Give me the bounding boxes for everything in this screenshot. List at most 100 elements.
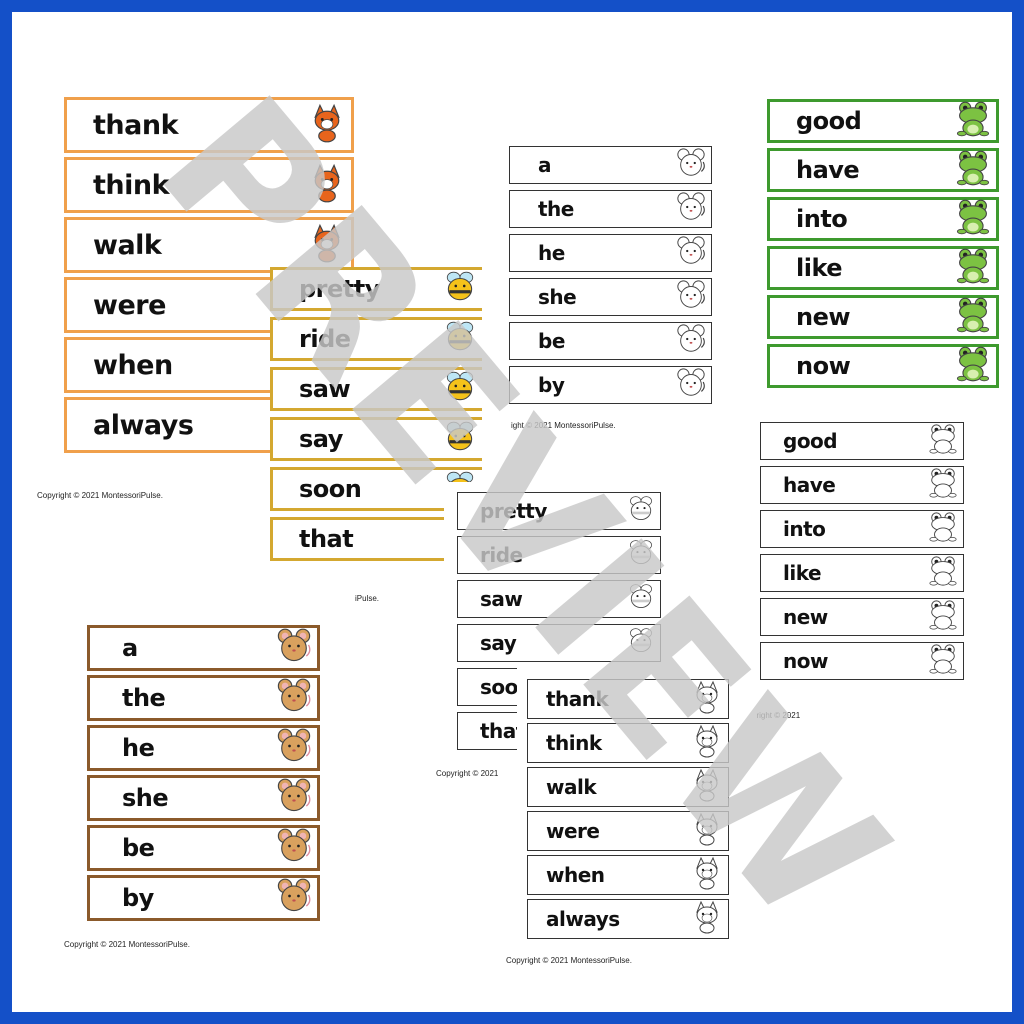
- word-label: now: [796, 352, 851, 380]
- mouse-icon: [675, 147, 707, 183]
- bee-icon: [626, 538, 656, 572]
- word-label: ride: [480, 543, 523, 567]
- word-label: new: [783, 605, 828, 629]
- copyright-gold-partial: iPulse.: [355, 594, 380, 603]
- fox-icon: [307, 223, 347, 267]
- deck-green-frog: good have into: [752, 87, 999, 389]
- word-card: now: [760, 642, 964, 680]
- word-label: think: [546, 731, 602, 755]
- fox-icon: [690, 812, 724, 850]
- frog-icon: [927, 555, 959, 591]
- word-card: walk: [527, 767, 729, 807]
- word-card: walk: [64, 217, 354, 273]
- frog-icon: [954, 296, 992, 338]
- word-card: always: [527, 899, 729, 939]
- word-label: he: [538, 241, 565, 265]
- frog-icon: [927, 599, 959, 635]
- word-card: by: [87, 875, 320, 921]
- word-card: like: [767, 246, 999, 290]
- mouse-icon: [275, 627, 313, 669]
- bee-icon: [442, 319, 478, 359]
- copyright-bw-fox: Copyright © 2021 MontessoriPulse.: [506, 956, 632, 965]
- word-card: be: [509, 322, 712, 360]
- word-label: be: [538, 329, 565, 353]
- word-label: the: [122, 684, 166, 712]
- word-card: good: [760, 422, 964, 460]
- word-card: pretty: [457, 492, 661, 530]
- fox-icon: [690, 856, 724, 894]
- bee-icon: [442, 269, 478, 309]
- word-label: into: [796, 205, 848, 233]
- word-card: she: [509, 278, 712, 316]
- word-card: were: [527, 811, 729, 851]
- word-card: ride: [270, 317, 482, 361]
- word-label: always: [546, 907, 620, 931]
- mouse-icon: [275, 727, 313, 769]
- word-label: say: [299, 425, 343, 453]
- deck-brown-mouse: a the he: [72, 610, 352, 921]
- word-card: thank: [527, 679, 729, 719]
- word-label: she: [538, 285, 577, 309]
- frog-icon: [954, 198, 992, 240]
- mouse-icon: [275, 877, 313, 919]
- word-card: a: [509, 146, 712, 184]
- bee-icon: [442, 369, 478, 409]
- word-card: think: [527, 723, 729, 763]
- word-label: have: [796, 156, 860, 184]
- word-label: pretty: [480, 499, 547, 523]
- word-card: ride: [457, 536, 661, 574]
- mouse-icon: [275, 827, 313, 869]
- word-label: a: [122, 634, 138, 662]
- fox-icon: [690, 680, 724, 718]
- word-label: walk: [546, 775, 597, 799]
- word-card: saw: [457, 580, 661, 618]
- word-label: when: [546, 863, 605, 887]
- frog-icon: [927, 643, 959, 679]
- word-card: by: [509, 366, 712, 404]
- word-label: always: [93, 409, 194, 441]
- word-card: into: [760, 510, 964, 548]
- word-card: saw: [270, 367, 482, 411]
- word-label: now: [783, 649, 828, 673]
- frog-icon: [954, 247, 992, 289]
- mouse-icon: [675, 235, 707, 271]
- frog-icon: [927, 467, 959, 503]
- word-label: were: [93, 289, 166, 321]
- word-card: he: [509, 234, 712, 272]
- word-label: good: [796, 107, 862, 135]
- word-label: like: [796, 254, 843, 282]
- word-card: he: [87, 725, 320, 771]
- bee-icon: [442, 419, 478, 459]
- frog-icon: [954, 345, 992, 387]
- word-label: by: [122, 884, 154, 912]
- copyright-bw-bee-partial: Copyright © 2021: [436, 769, 499, 778]
- word-label: thank: [546, 687, 609, 711]
- word-card: the: [87, 675, 320, 721]
- word-card: say: [457, 624, 661, 662]
- bee-icon: [626, 494, 656, 528]
- word-label: saw: [299, 375, 351, 403]
- word-card: like: [760, 554, 964, 592]
- word-label: he: [122, 734, 155, 762]
- word-card: say: [270, 417, 482, 461]
- mouse-icon: [275, 777, 313, 819]
- mouse-icon: [675, 191, 707, 227]
- mouse-icon: [675, 367, 707, 403]
- copyright-brown: Copyright © 2021 MontessoriPulse.: [64, 940, 190, 949]
- word-card: when: [527, 855, 729, 895]
- deck-bw-frog: good have into: [752, 420, 967, 690]
- fox-icon: [690, 724, 724, 762]
- word-label: soon: [299, 475, 362, 503]
- mouse-icon: [675, 323, 707, 359]
- frog-icon: [954, 100, 992, 142]
- deck-bw-fox: thank think walk: [517, 667, 757, 939]
- word-label: good: [783, 429, 838, 453]
- word-label: walk: [93, 229, 162, 261]
- word-card: the: [509, 190, 712, 228]
- word-card: now: [767, 344, 999, 388]
- fox-icon: [307, 103, 347, 147]
- word-card: she: [87, 775, 320, 821]
- word-label: that: [299, 525, 354, 553]
- word-label: say: [480, 631, 517, 655]
- word-card: pretty: [270, 267, 482, 311]
